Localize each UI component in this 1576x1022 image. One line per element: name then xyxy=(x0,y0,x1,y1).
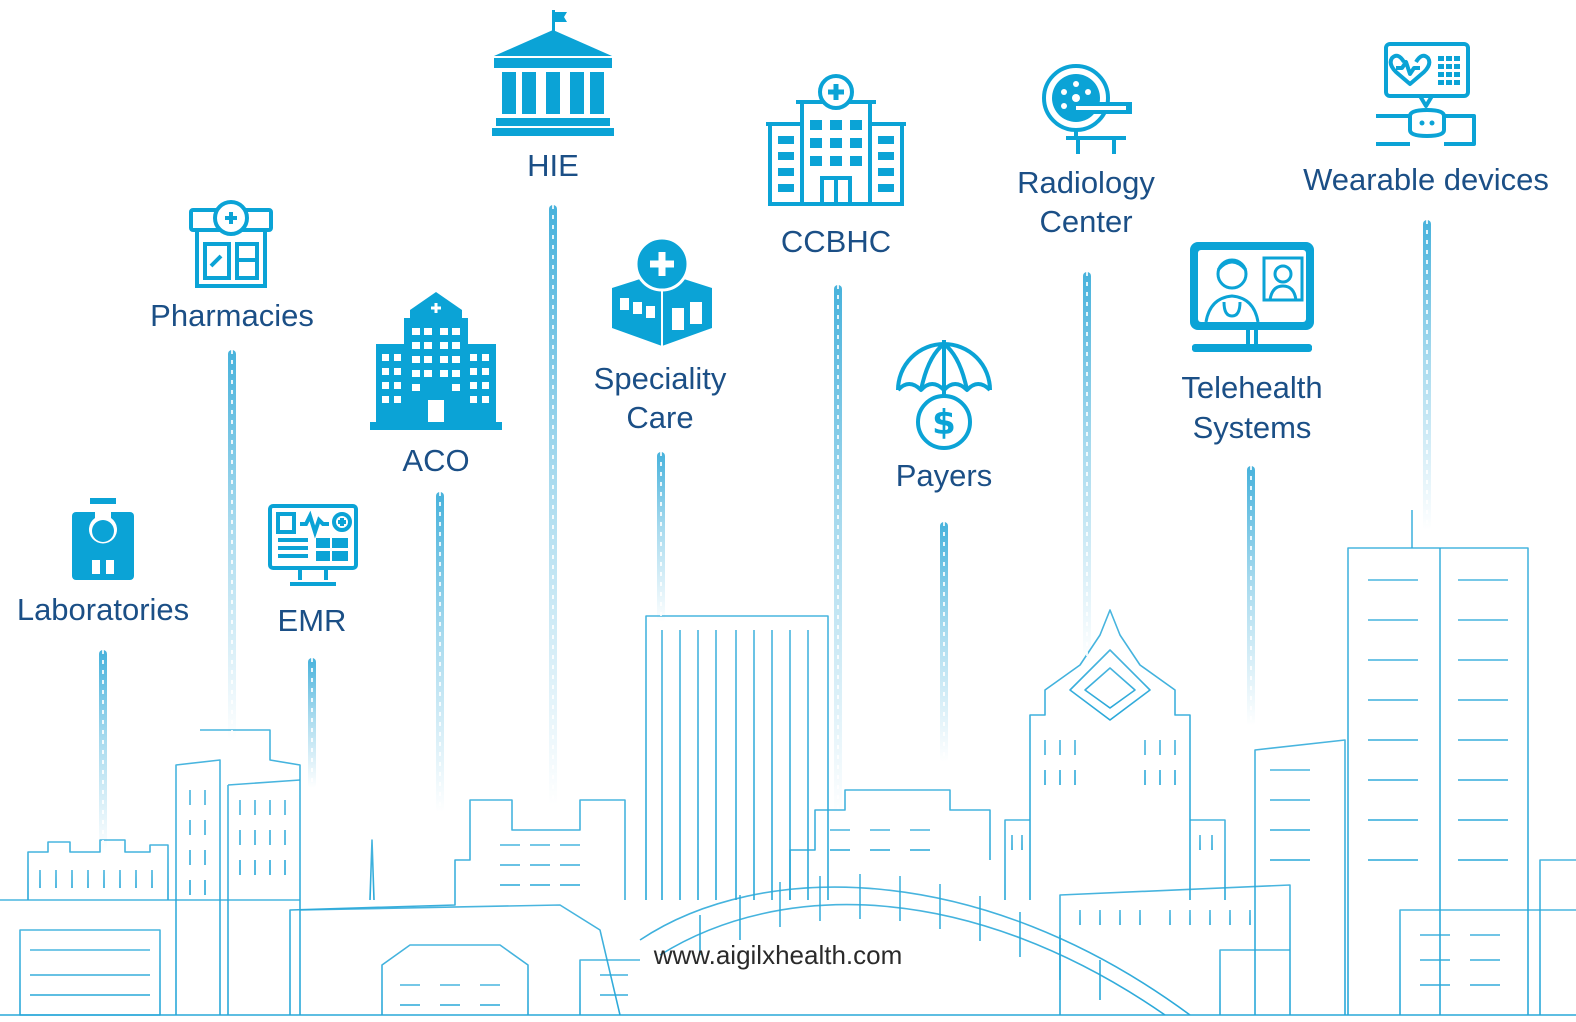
label-hie: HIE xyxy=(527,148,579,183)
connector-pole-emr xyxy=(308,658,316,788)
label-ccbhc: CCBHC xyxy=(780,224,892,259)
label-telehealth-systems-line2: Systems xyxy=(1192,410,1312,445)
hie-institution-building-icon xyxy=(492,10,614,136)
label-radiology-center-line2: Center xyxy=(1039,204,1133,239)
connector-pole-payers xyxy=(940,522,948,762)
telehealth-monitor-icon xyxy=(1190,242,1314,352)
ccbhc-hospital-icon xyxy=(766,74,906,206)
connector-pole-aco xyxy=(436,492,444,812)
payers-umbrella-dollar-icon: $ xyxy=(896,340,992,450)
label-radiology-center-line1: Radiology xyxy=(1017,165,1155,200)
label-speciality-care-line2: Care xyxy=(626,400,694,435)
label-laboratories: Laboratories xyxy=(16,592,190,627)
label-aco: ACO xyxy=(402,443,470,478)
svg-text:$: $ xyxy=(932,403,956,443)
pharmacy-store-icon xyxy=(189,200,273,288)
label-payers: Payers xyxy=(895,458,993,493)
aco-hospital-building-icon xyxy=(370,292,502,430)
connector-pole-speciality-care xyxy=(657,452,665,622)
connector-pole-laboratories xyxy=(99,650,107,850)
connector-pole-radiology-center xyxy=(1083,272,1091,662)
wearable-smartwatch-icon xyxy=(1376,42,1476,146)
website-url: www.aigilxhealth.com xyxy=(653,940,903,970)
radiology-scanner-icon xyxy=(1042,64,1132,154)
connector-pole-ccbhc xyxy=(834,285,842,815)
connector-pole-pharmacies xyxy=(228,350,236,740)
speciality-care-clinic-icon xyxy=(612,236,712,346)
connector-pole-telehealth-systems xyxy=(1247,466,1255,726)
label-wearable-devices: Wearable devices xyxy=(1303,162,1549,197)
label-speciality-care-line1: Speciality xyxy=(593,361,727,396)
laboratory-flask-icon xyxy=(72,498,134,580)
connector-pole-wearable-devices xyxy=(1423,220,1431,530)
label-emr: EMR xyxy=(277,603,347,638)
label-pharmacies: Pharmacies xyxy=(150,298,314,333)
emr-monitor-icon xyxy=(268,504,358,586)
label-telehealth-systems-line1: Telehealth xyxy=(1181,370,1323,405)
connector-pole-hie xyxy=(549,205,557,805)
